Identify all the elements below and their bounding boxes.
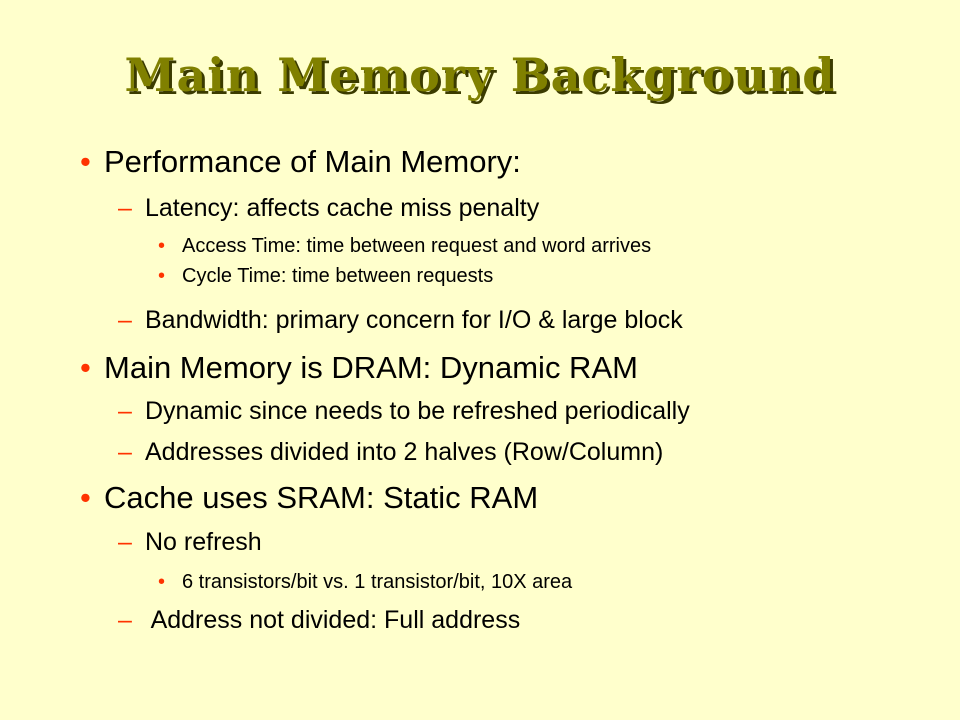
bullet-dot-icon: • [80, 350, 91, 385]
sub-sub-item-text: 6 transistors/bit vs. 1 transistor/bit, … [182, 571, 573, 593]
sub-item-text: Address not divided: Full address [145, 606, 521, 634]
dash-bullet-icon: – [118, 606, 132, 634]
dash-bullet-icon: – [118, 306, 132, 334]
bullet-dot-icon: • [80, 144, 91, 179]
sub-sub-item-text: Access Time: time between request and wo… [182, 235, 652, 257]
sub-item-text: No refresh [145, 528, 262, 556]
dash-bullet-icon: – [118, 397, 132, 425]
bullet-text: Main Memory is DRAM: Dynamic RAM [104, 350, 638, 385]
sub-item-text: Bandwidth: primary concern for I/O & lar… [145, 306, 683, 334]
small-dot-icon: • [158, 235, 166, 257]
dash-bullet-icon: – [118, 194, 132, 222]
sub-item-text: Addresses divided into 2 halves (Row/Col… [145, 438, 664, 466]
bullet-dot-icon: • [80, 480, 91, 515]
dash-bullet-icon: – [118, 438, 132, 466]
slide-title: Main Memory Background [124, 48, 836, 102]
sub-sub-item-text: Cycle Time: time between requests [182, 265, 494, 287]
small-dot-icon: • [158, 265, 166, 287]
small-dot-icon: • [158, 571, 166, 593]
sub-item-text: Dynamic since needs to be refreshed peri… [145, 397, 690, 425]
dash-bullet-icon: – [118, 528, 132, 556]
bullet-text: Cache uses SRAM: Static RAM [104, 480, 539, 515]
bullet-text: Performance of Main Memory: [104, 144, 521, 179]
sub-item-text: Latency: affects cache miss penalty [145, 194, 540, 222]
